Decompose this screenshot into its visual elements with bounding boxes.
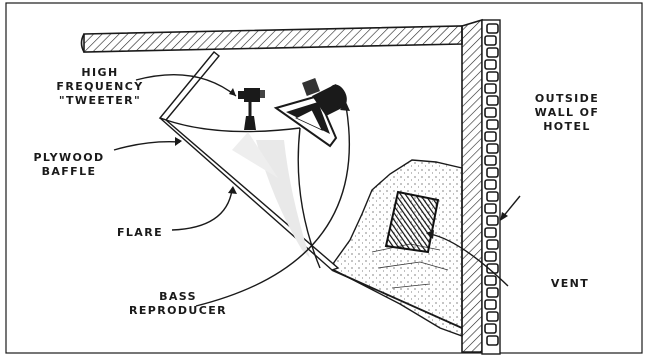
brick <box>487 216 498 225</box>
label-high-frequency-tweeter: HIGH FREQUENCY "TWEETER" <box>52 66 148 108</box>
brick <box>487 144 498 153</box>
label-bass-line-1: BASS <box>118 290 238 304</box>
brick <box>487 96 498 105</box>
brick <box>485 36 496 45</box>
brick <box>487 192 498 201</box>
brick <box>485 132 496 141</box>
tweeter <box>238 88 265 130</box>
label-tweeter-line-3: "TWEETER" <box>52 94 148 108</box>
brick <box>485 252 496 261</box>
label-wall-line-2: WALL OF <box>522 106 612 120</box>
brick <box>485 204 496 213</box>
label-wall-line-3: HOTEL <box>522 120 612 134</box>
label-bass-line-2: REPRODUCER <box>118 304 238 318</box>
brick <box>487 312 498 321</box>
brick <box>485 324 496 333</box>
ceiling-beam <box>82 26 463 52</box>
brick <box>487 120 498 129</box>
brick <box>485 108 496 117</box>
inner-wall <box>462 20 482 352</box>
brick <box>487 336 498 345</box>
bass-reproducer <box>276 78 350 146</box>
brick <box>487 72 498 81</box>
label-outside-wall-of-hotel: OUTSIDE WALL OF HOTEL <box>522 92 612 134</box>
brick <box>485 60 496 69</box>
label-flare-text: FLARE <box>110 226 170 240</box>
outside-brick-wall <box>482 20 500 354</box>
label-baffle-line-1: PLYWOOD <box>24 151 114 165</box>
label-wall-line-1: OUTSIDE <box>522 92 612 106</box>
brick <box>487 168 498 177</box>
label-tweeter-line-1: HIGH <box>52 66 148 80</box>
brick <box>487 288 498 297</box>
brick <box>485 156 496 165</box>
brick <box>485 84 496 93</box>
label-vent-text: VENT <box>540 277 600 291</box>
label-baffle-line-2: BAFFLE <box>24 165 114 179</box>
leader-baffle <box>114 142 180 150</box>
label-tweeter-line-2: FREQUENCY <box>52 80 148 94</box>
brick <box>487 24 498 33</box>
label-bass-reproducer: BASS REPRODUCER <box>118 290 238 318</box>
label-vent: VENT <box>540 277 600 291</box>
leader-flare <box>172 190 232 230</box>
brick <box>487 240 498 249</box>
brick <box>485 180 496 189</box>
brick <box>485 276 496 285</box>
brick <box>485 228 496 237</box>
label-plywood-baffle: PLYWOOD BAFFLE <box>24 151 114 179</box>
brick <box>487 48 498 57</box>
brick <box>485 300 496 309</box>
label-flare: FLARE <box>110 226 170 240</box>
